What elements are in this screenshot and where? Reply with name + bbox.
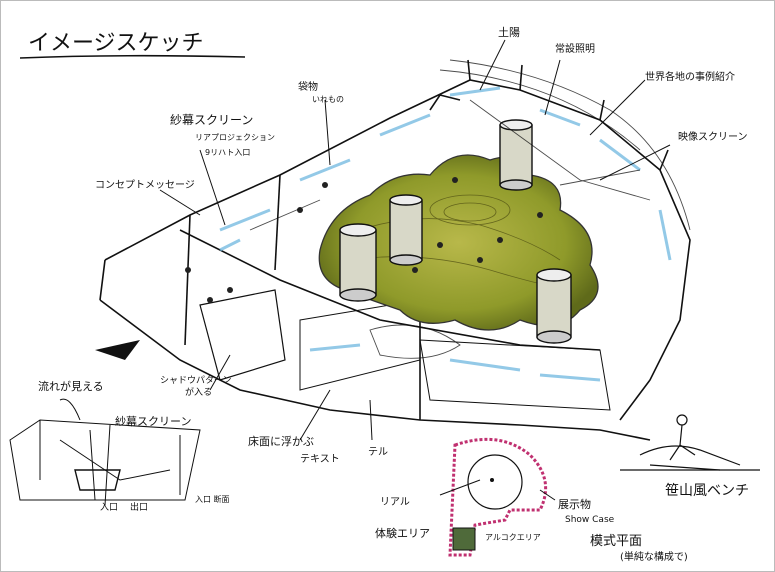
- label-sun: 土陽: [498, 26, 520, 39]
- central-pond: [318, 154, 599, 331]
- label-bag-sub: いれもの: [312, 95, 344, 104]
- label-shadow-sub: が入る: [185, 386, 212, 398]
- cylinder-4: [536, 268, 572, 344]
- label-plan-sub: (単純な構成で): [620, 550, 688, 563]
- label-world-map: 世界各地の事例紹介: [645, 70, 735, 83]
- label-shadow-pattern: シャドウパターン: [160, 375, 232, 386]
- cylinder-columns: [339, 119, 572, 344]
- cylinder-1: [339, 223, 377, 302]
- label-entrance: 入口: [100, 502, 118, 513]
- annotation-labels: 土陽 常設照明 世界各地の事例紹介 袋物 いれもの 紗幕スクリーン リアプロジェ…: [38, 26, 749, 563]
- label-video-screen: 映像スクリーン: [678, 131, 748, 143]
- label-exit: 出口: [130, 501, 148, 513]
- label-fixed-light: 常設照明: [555, 42, 595, 55]
- plan-circle: [467, 454, 523, 510]
- glass-panels: [219, 86, 672, 382]
- label-floor-float: 床面に浮かぶ: [248, 434, 314, 448]
- label-perspective: 入口 断面: [195, 494, 230, 504]
- label-flow-view: 流れが見える: [38, 379, 104, 393]
- entrance-arrow: [95, 340, 140, 360]
- label-gauze-screen-2: 紗幕スクリーン: [115, 414, 191, 428]
- cylinder-2: [389, 194, 423, 266]
- plan-diagram: [439, 437, 556, 557]
- label-gauze-sub2: 9リハト入口: [205, 148, 250, 157]
- label-concept-message: コンセプトメッセージ: [95, 179, 195, 191]
- section-sketch: [9, 398, 201, 506]
- label-gauze-sub1: リアプロジェクション: [195, 133, 275, 142]
- title-underline: [19, 54, 246, 59]
- people-figures: [185, 177, 543, 303]
- building-outline: [99, 59, 691, 441]
- label-gauze-screen: 紗幕スクリーン: [170, 113, 253, 127]
- label-table: テル: [368, 447, 388, 458]
- label-real: リアル: [380, 497, 410, 508]
- label-showcase-en: Show Case: [565, 515, 615, 525]
- label-showcase: 展示物: [558, 497, 591, 511]
- sketch-title: イメージスケッチ: [28, 31, 204, 56]
- label-bench: 笹山風ベンチ: [665, 483, 749, 499]
- label-pollution: アルコクエリア: [485, 533, 541, 542]
- label-real-exp: 体験エリア: [375, 526, 430, 540]
- leader-lines: [159, 39, 671, 441]
- label-plan-title: 模式平面: [590, 534, 642, 549]
- label-bag: 袋物: [298, 80, 318, 93]
- cylinder-3: [499, 119, 533, 191]
- label-floor-sub: テキスト: [300, 454, 340, 465]
- bench-figure: [620, 414, 760, 471]
